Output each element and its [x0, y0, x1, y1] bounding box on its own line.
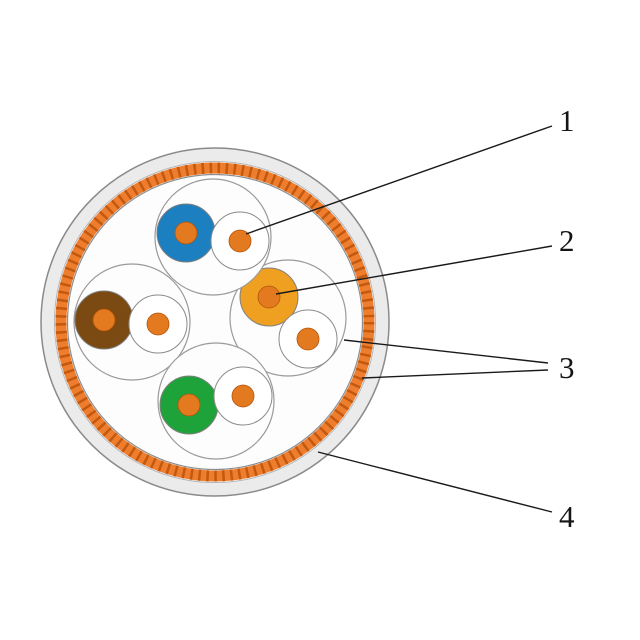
callout-lines — [245, 125, 553, 513]
twisted-pair-top — [154, 178, 272, 296]
twisted-pair-left — [73, 263, 191, 381]
callout-label-2: 2 — [559, 223, 575, 258]
wire-brown-conductor — [92, 308, 116, 332]
callout-label-4: 4 — [559, 499, 575, 534]
leader-line-2 — [275, 245, 553, 295]
leader-line-1 — [245, 125, 553, 235]
callout-labels: 1 2 3 4 — [559, 103, 575, 534]
wire-white-top-conductor — [228, 229, 252, 253]
wire-white-right-conductor — [296, 327, 320, 351]
leader-line-3b — [361, 369, 549, 379]
callout-label-3: 3 — [559, 350, 575, 385]
wire-white-left-conductor — [146, 312, 170, 336]
shield-ring-hatch — [55, 162, 375, 482]
callout-label-1: 1 — [559, 103, 575, 138]
cable-body — [40, 147, 390, 497]
wire-orange-conductor — [257, 285, 281, 309]
wire-blue-conductor — [174, 221, 198, 245]
leader-line-4 — [317, 451, 553, 513]
twisted-pair-right — [229, 259, 347, 377]
wire-green-conductor — [177, 393, 201, 417]
twisted-pair-bottom — [157, 342, 275, 460]
inner-liner — [66, 173, 364, 471]
wire-white-bottom-conductor — [231, 384, 255, 408]
leader-line-3a — [343, 339, 549, 364]
